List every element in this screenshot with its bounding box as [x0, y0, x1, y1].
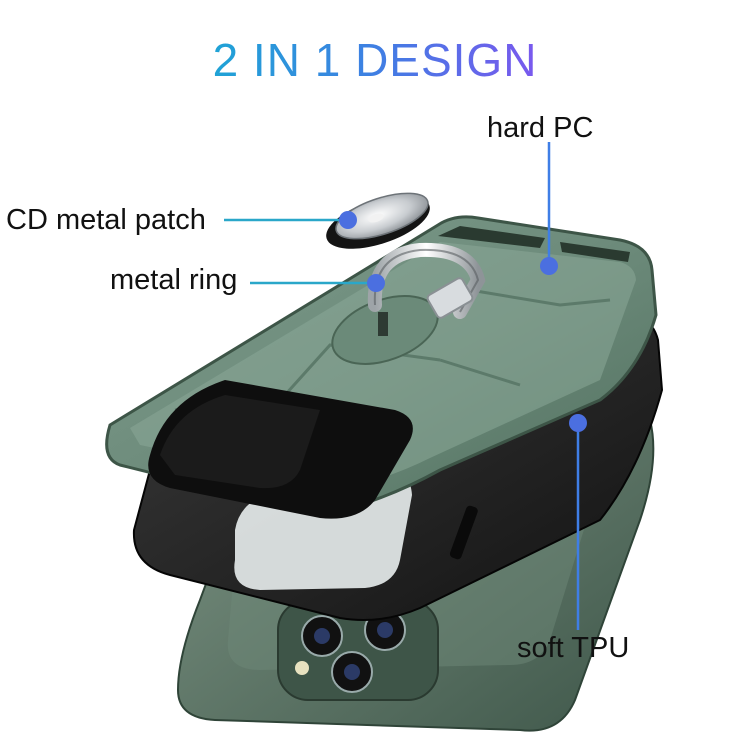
callout-leader-pc — [540, 142, 558, 275]
label-metal-ring: metal ring — [110, 264, 238, 296]
callout-leader-ring — [250, 274, 385, 292]
cd-metal-patch — [326, 192, 430, 249]
hard-pc-outer-case — [105, 215, 658, 519]
label-cd-metal-patch: CD metal patch — [6, 204, 206, 236]
camera-cutout — [148, 380, 413, 519]
headline: 2 IN 1 DESIGN — [212, 34, 538, 86]
label-hard-pc: hard PC — [487, 112, 594, 144]
callout-leader-tpu — [569, 414, 587, 630]
callout-leader-cd — [224, 211, 357, 229]
label-soft-tpu: soft TPU — [517, 632, 630, 664]
